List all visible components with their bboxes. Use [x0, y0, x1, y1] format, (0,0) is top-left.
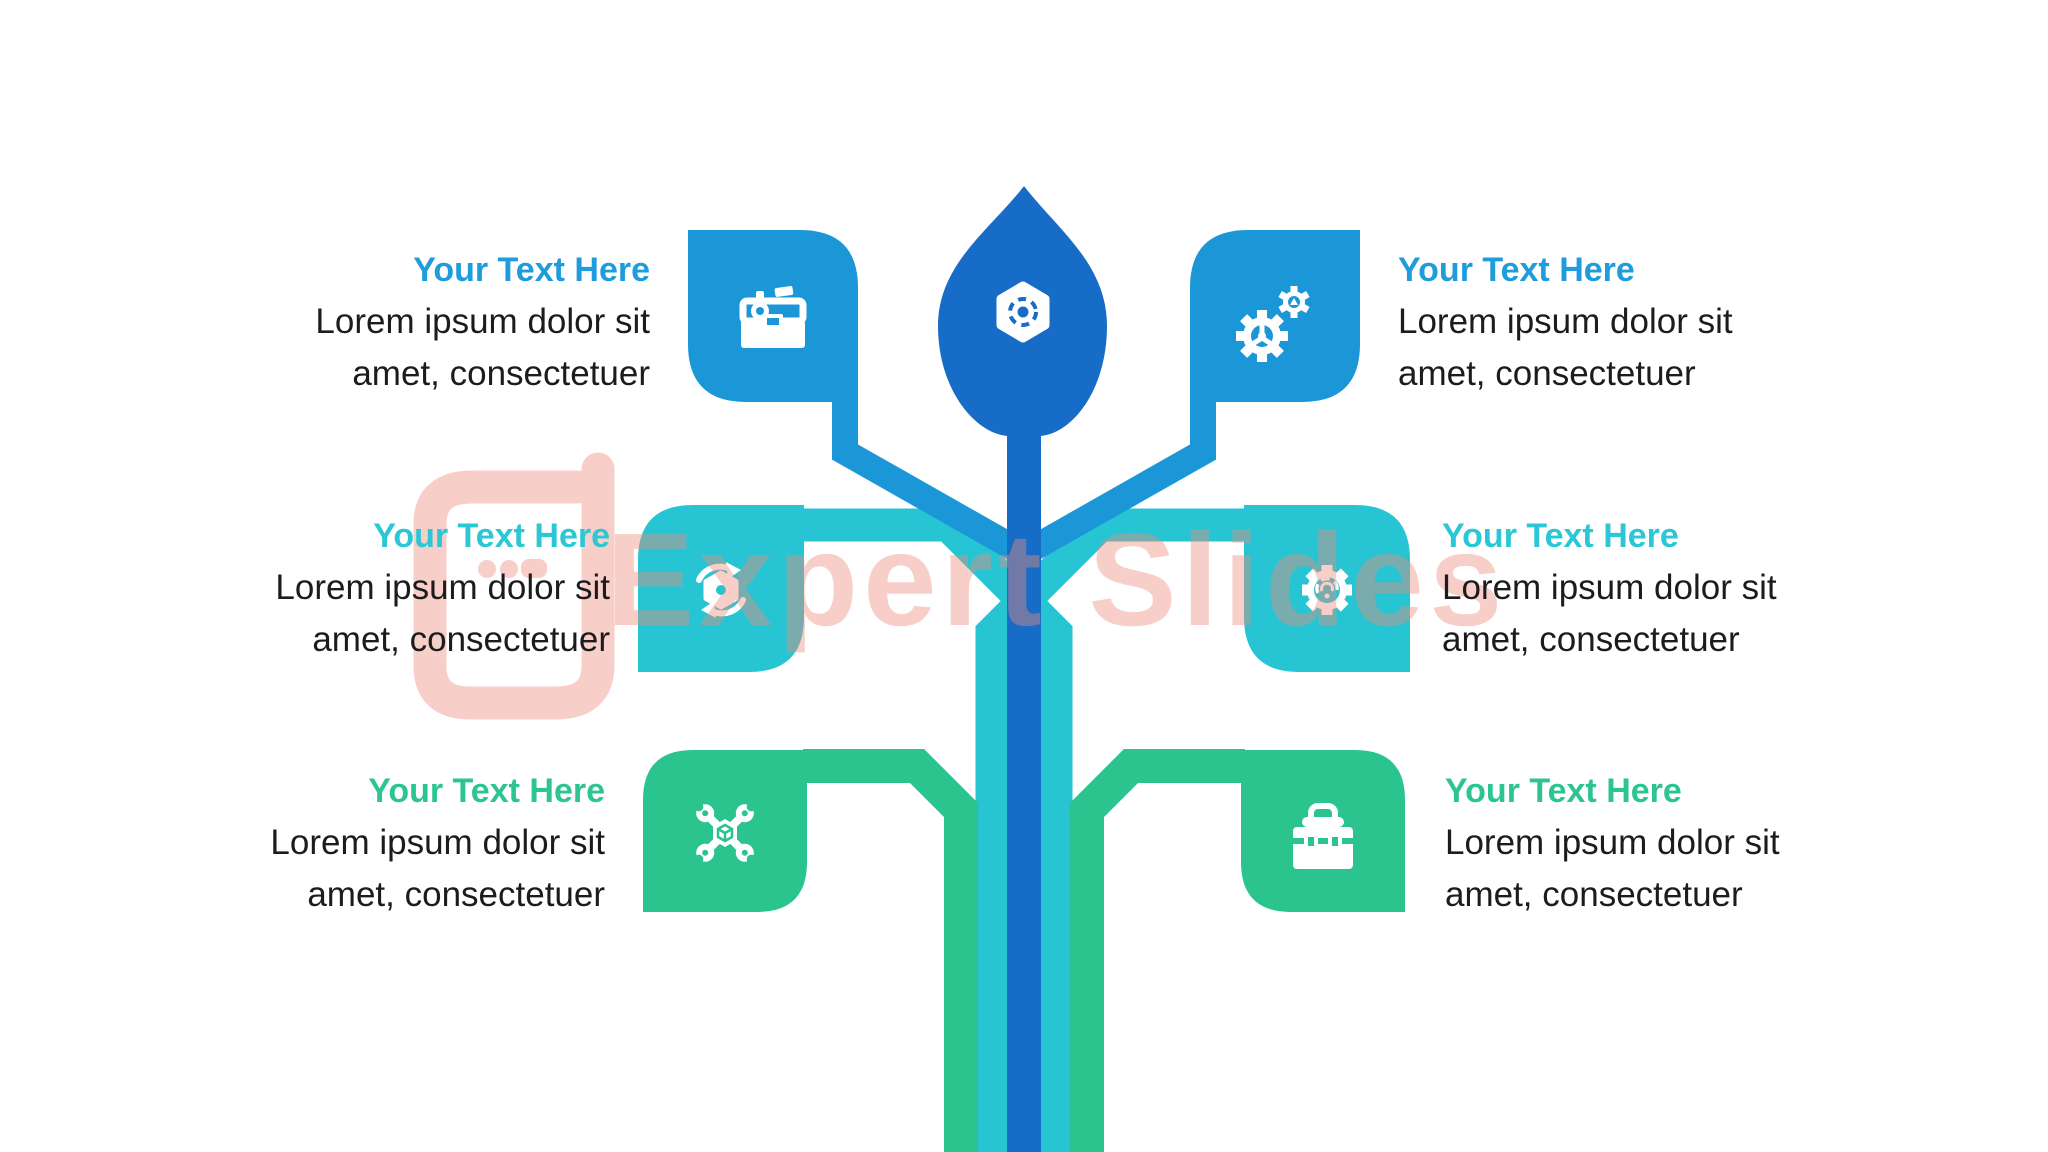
item-label: Your Text Here [1442, 517, 1679, 555]
gear-arcs-icon [1302, 565, 1352, 615]
double-gears-icon [1236, 286, 1310, 362]
item-label: Your Text Here [1445, 772, 1682, 810]
green-branch-right [1070, 749, 1245, 1152]
item-label: Your Text Here [373, 517, 610, 555]
green-branch-left [803, 749, 978, 1152]
aperture-hexagon-icon [996, 281, 1050, 343]
tree-stem [1007, 418, 1041, 1152]
blue-branch-right [1013, 398, 1216, 568]
teal-branch-left [800, 508, 1073, 1152]
item-label: Your Text Here [413, 251, 650, 289]
toolbox-icon [1293, 803, 1353, 869]
item-label: Your Text Here [368, 772, 605, 810]
toolbox-wrench-icon [739, 286, 807, 348]
rotate-hexagon-icon [696, 562, 746, 618]
item-label: Your Text Here [1398, 251, 1635, 289]
teal-branch-right [975, 508, 1248, 1152]
wrench-cross-icon [694, 802, 756, 864]
blue-branch-left [832, 398, 1035, 568]
